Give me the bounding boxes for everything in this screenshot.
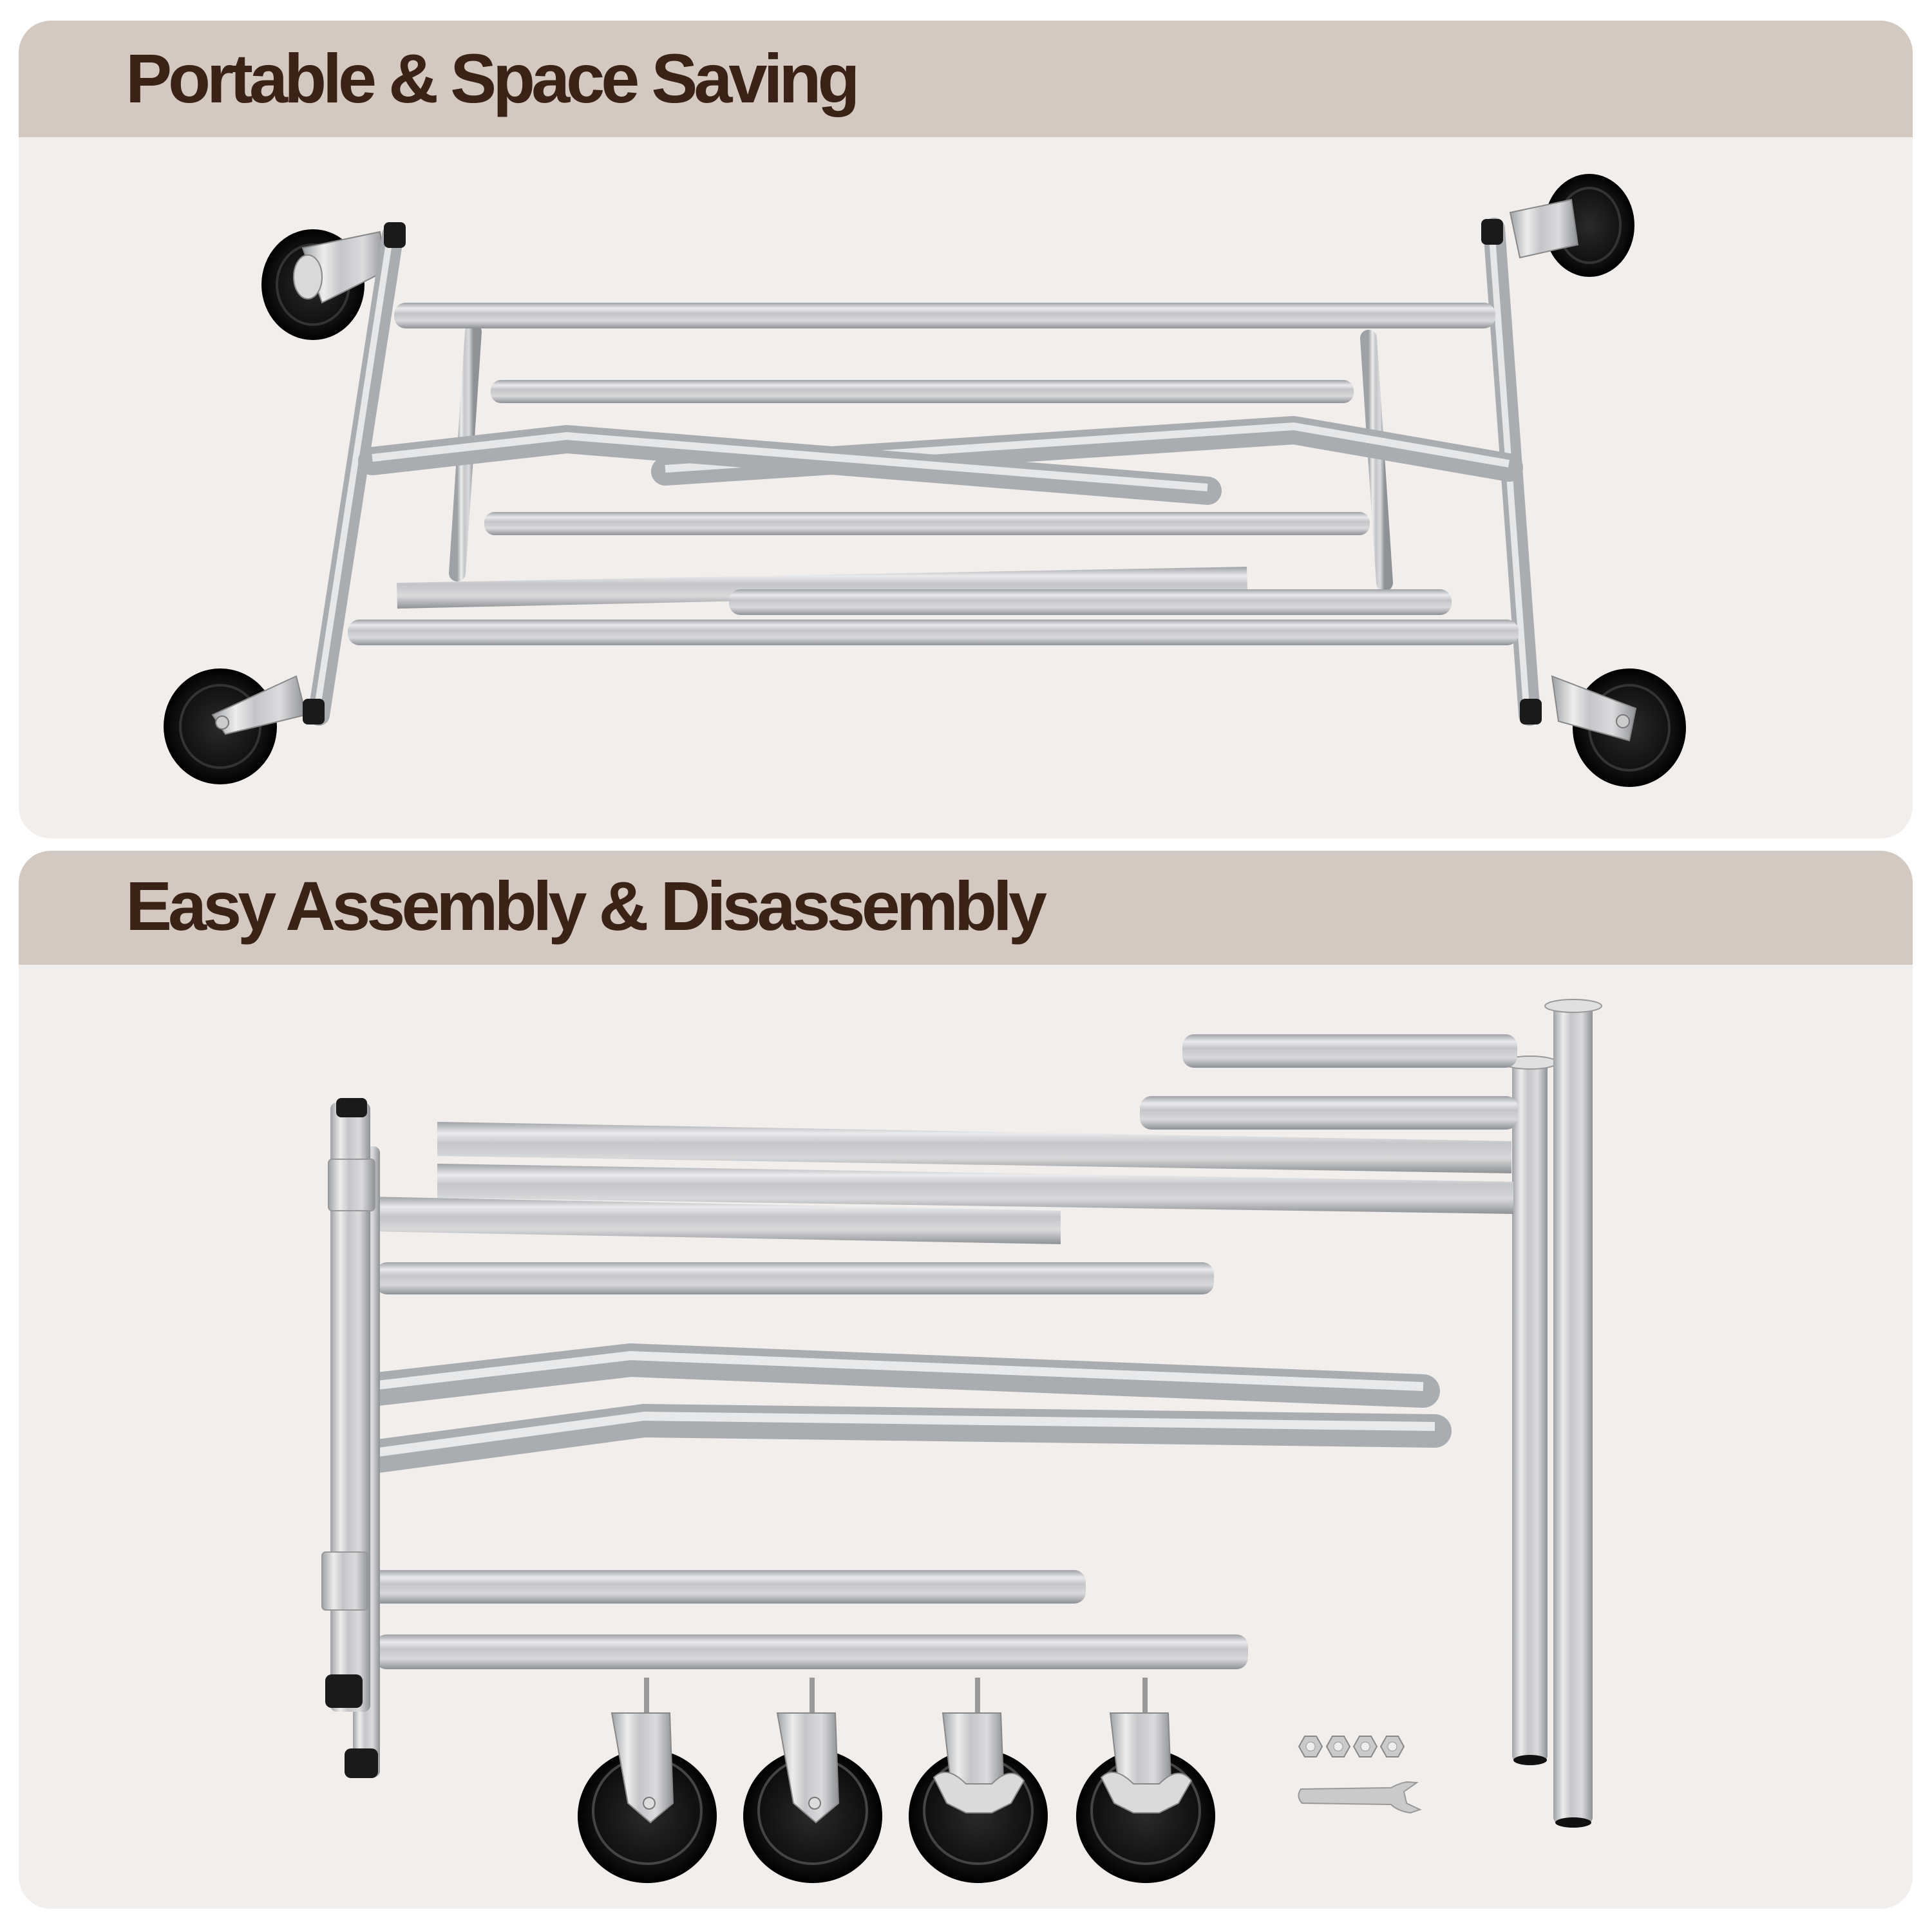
section-title-portable: Portable & Space Saving <box>126 39 860 117</box>
vertical-post-left <box>321 1098 380 1778</box>
caster-wheel-icon <box>1509 174 1634 277</box>
caster-wheel-icon <box>1551 668 1686 787</box>
caster-wheel-icon <box>578 1678 717 1883</box>
disassembled-parts-illustration <box>321 999 1602 1883</box>
folded-rack-illustration <box>164 174 1686 787</box>
section-portable: Portable & Space Saving <box>19 21 1913 838</box>
vertical-post-right <box>1502 999 1602 1828</box>
caster-wheel-brake-icon <box>909 1678 1048 1883</box>
section-title-assembly: Easy Assembly & Disassembly <box>126 867 1047 945</box>
caster-wheel-icon <box>164 668 307 784</box>
caster-wheel-icon <box>261 229 388 340</box>
section-header-portable: Portable & Space Saving <box>19 21 1913 137</box>
section-header-assembly: Easy Assembly & Disassembly <box>19 851 1913 965</box>
hex-nut-icons <box>1298 1736 1405 1757</box>
section-assembly: Easy Assembly & Disassembly <box>19 851 1913 1909</box>
wrench-icon <box>1298 1781 1422 1814</box>
caster-wheel-icon <box>743 1678 882 1883</box>
caster-wheel-brake-icon <box>1076 1678 1215 1883</box>
